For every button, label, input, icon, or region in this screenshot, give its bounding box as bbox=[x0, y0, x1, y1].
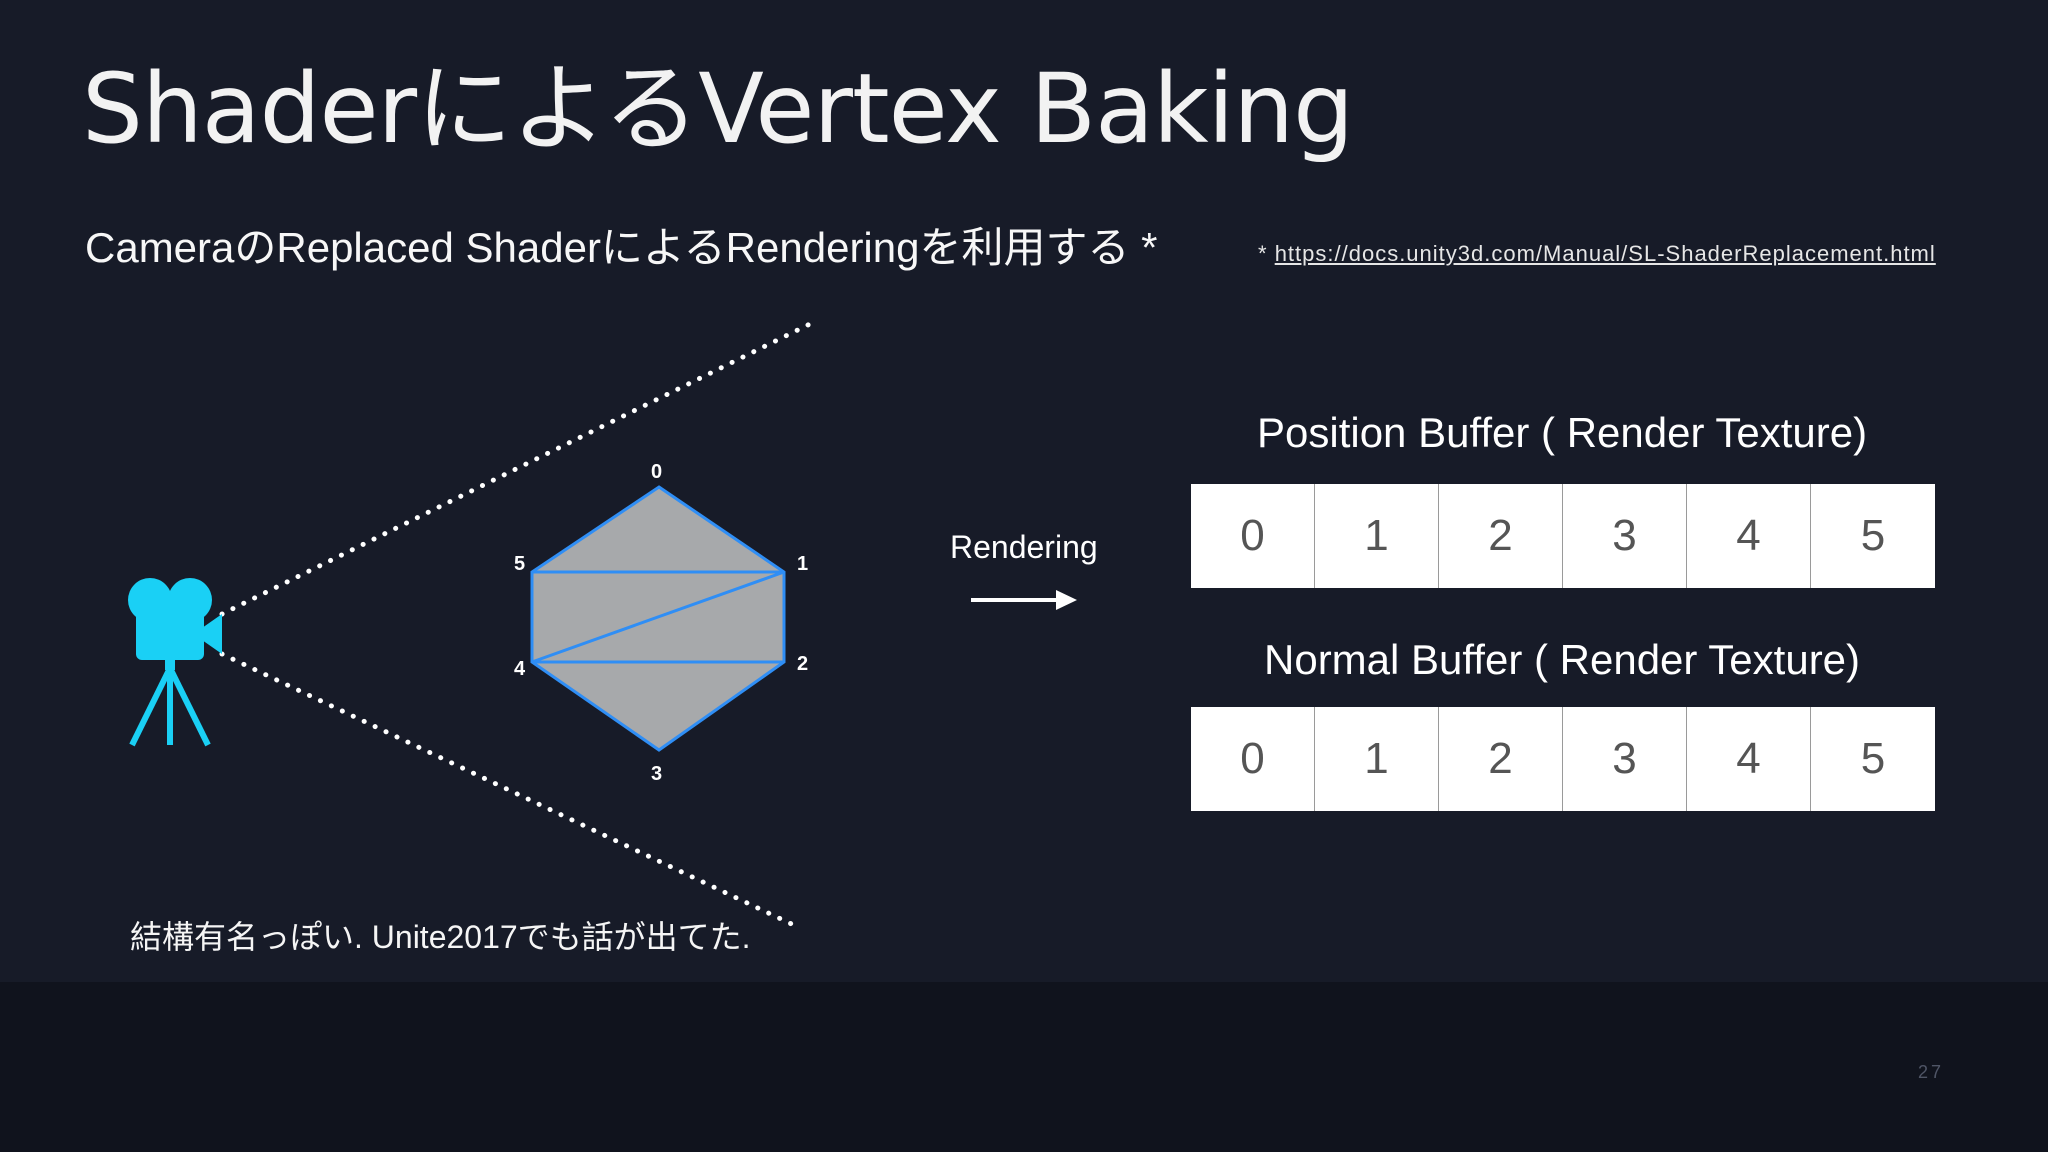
vertex-label-0: 0 bbox=[651, 461, 662, 483]
position-buffer-cell: 2 bbox=[1439, 484, 1563, 588]
footnote-marker: * bbox=[1258, 241, 1268, 266]
frustum-line-bottom bbox=[219, 651, 803, 931]
position-buffer-cell: 0 bbox=[1191, 484, 1315, 588]
position-buffer-cell: 1 bbox=[1315, 484, 1439, 588]
normal-buffer-cell: 4 bbox=[1687, 707, 1811, 811]
page-title: ShaderによるVertex Baking bbox=[82, 53, 1354, 165]
footnote: * https://docs.unity3d.com/Manual/SL-Sha… bbox=[1258, 240, 1936, 268]
footnote-link[interactable]: https://docs.unity3d.com/Manual/SL-Shade… bbox=[1274, 241, 1936, 266]
position-buffer-cell: 5 bbox=[1811, 484, 1935, 588]
position-buffer-cell: 3 bbox=[1563, 484, 1687, 588]
normal-buffer-cell: 1 bbox=[1315, 707, 1439, 811]
bottom-note: 結構有名っぽい. Unite2017でも話が出てた. bbox=[130, 919, 751, 955]
vertex-baking-diagram: 0 1 2 3 4 5 bbox=[128, 317, 1077, 931]
normal-buffer-title: Normal Buffer ( Render Texture) bbox=[1264, 636, 1861, 683]
mesh-hexagon bbox=[530, 485, 786, 752]
vertex-label-2: 2 bbox=[797, 653, 808, 675]
position-buffer-title: Position Buffer ( Render Texture) bbox=[1257, 409, 1868, 456]
position-buffer-cell: 4 bbox=[1687, 484, 1811, 588]
vertex-label-4: 4 bbox=[514, 658, 526, 680]
slide-subtitle: CameraのReplaced ShaderによるRenderingを利用する … bbox=[85, 224, 1158, 271]
rendering-arrow-label: Rendering bbox=[950, 529, 1098, 565]
right-arrow-icon bbox=[971, 590, 1077, 610]
mesh-edge-4-1 bbox=[531, 570, 785, 664]
normal-buffer: 0 1 2 3 4 5 bbox=[1191, 707, 1935, 811]
vertex-label-1: 1 bbox=[797, 553, 808, 575]
normal-buffer-cell: 2 bbox=[1439, 707, 1563, 811]
footer-band bbox=[0, 982, 2048, 1152]
position-buffer: 0 1 2 3 4 5 bbox=[1191, 484, 1935, 588]
normal-buffer-cell: 5 bbox=[1811, 707, 1935, 811]
frustum-line-top bbox=[219, 317, 821, 617]
page-number: 27 bbox=[1918, 1062, 1945, 1082]
vertex-label-3: 3 bbox=[651, 763, 662, 785]
normal-buffer-cell: 0 bbox=[1191, 707, 1315, 811]
movie-camera-icon bbox=[128, 578, 222, 747]
normal-buffer-cell: 3 bbox=[1563, 707, 1687, 811]
vertex-label-5: 5 bbox=[514, 553, 525, 575]
